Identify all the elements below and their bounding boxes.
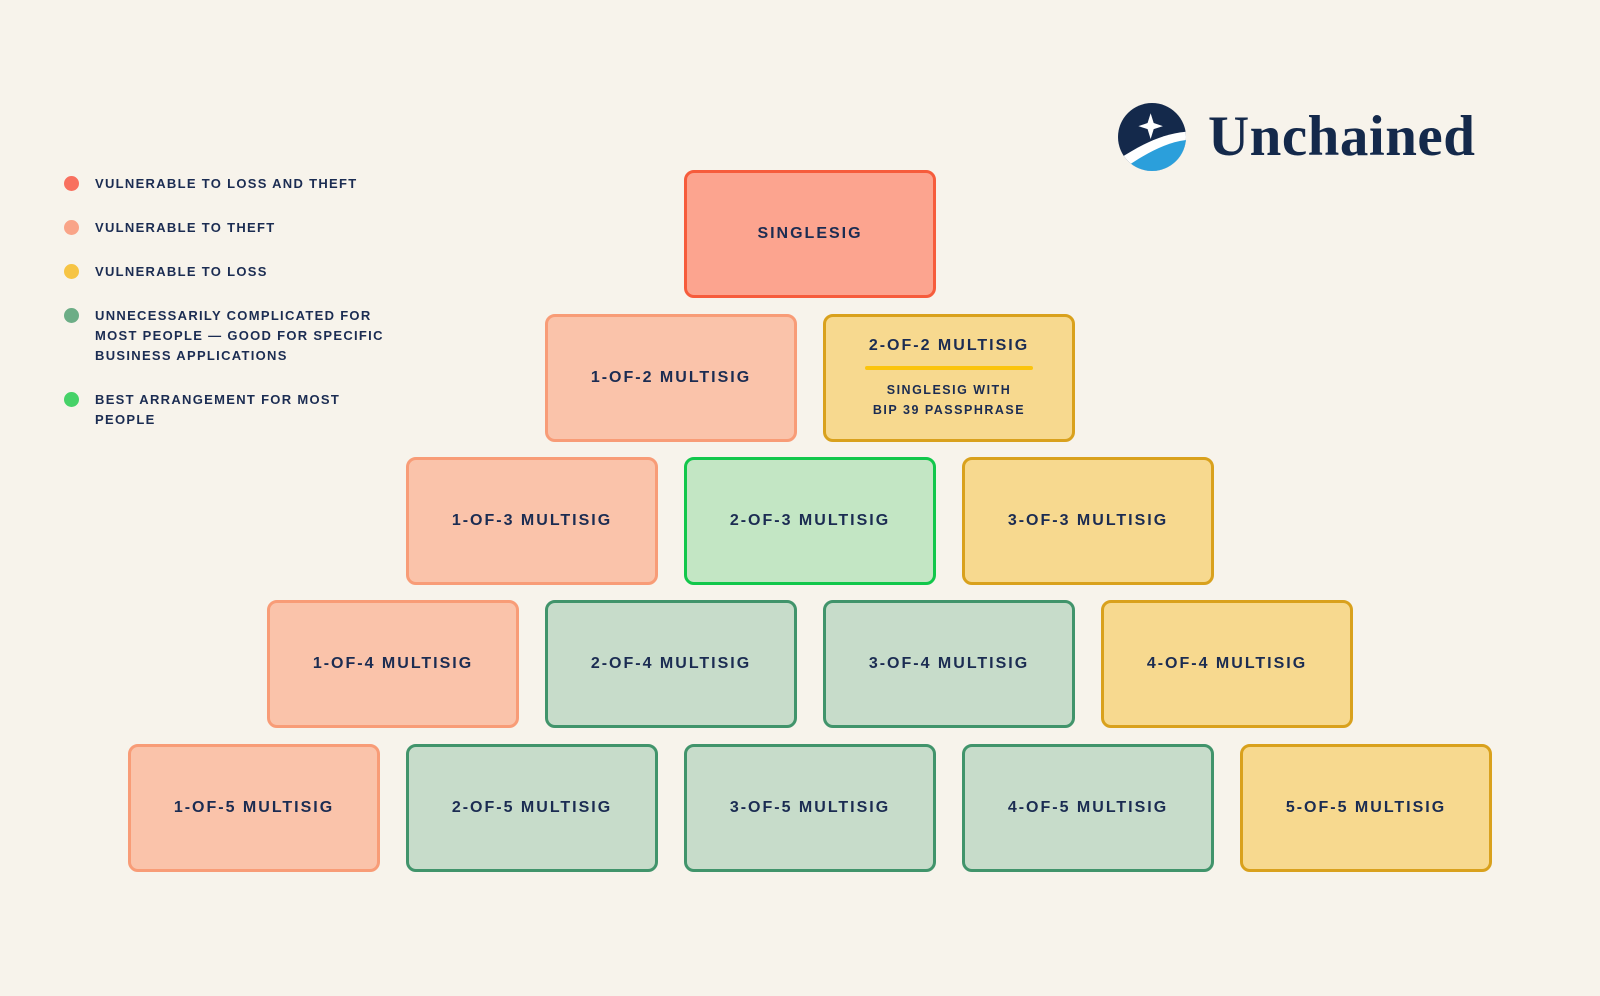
box-label: 4-OF-5 MULTISIG [1007, 799, 1169, 816]
box-label: 1-OF-3 MULTISIG [451, 512, 613, 529]
legend-dot-muted-green-icon [64, 308, 79, 323]
legend-label: VULNERABLE TO THEFT [95, 220, 276, 235]
box-label: 2-OF-4 MULTISIG [590, 655, 752, 672]
pyramid-box-1-of-3: 1-OF-3 MULTISIG [406, 457, 658, 585]
legend-item-loss-and-theft: VULNERABLE TO LOSS AND THEFT [64, 174, 393, 194]
legend-dot-bright-green-icon [64, 392, 79, 407]
legend-dot-yellow-icon [64, 264, 79, 279]
box-label: 4-OF-4 MULTISIG [1146, 655, 1308, 672]
pyramid-box-singlesig: SINGLESIG [684, 170, 936, 298]
legend-item-complicated: UNNECESSARILY COMPLICATED FOR MOST PEOPL… [64, 306, 393, 366]
unchained-wordmark: Unchained [1208, 105, 1476, 168]
legend-label: VULNERABLE TO LOSS AND THEFT [95, 176, 358, 191]
pyramid-row-5: 1-OF-5 MULTISIG 2-OF-5 MULTISIG 3-OF-5 M… [10, 744, 1600, 872]
pyramid-box-4-of-5: 4-OF-5 MULTISIG [962, 744, 1214, 872]
pyramid-row-2: 1-OF-2 MULTISIG 2-OF-2 MULTISIG SINGLESI… [10, 314, 1600, 442]
box-label: SINGLESIG [757, 225, 863, 242]
pyramid-box-2-of-5: 2-OF-5 MULTISIG [406, 744, 658, 872]
unchained-logo-icon [1118, 103, 1186, 171]
pyramid-box-2-of-2: 2-OF-2 MULTISIG SINGLESIG WITH BIP 39 PA… [823, 314, 1075, 442]
unchained-logo: Unchained [1118, 103, 1475, 171]
box-label: 3-OF-4 MULTISIG [868, 655, 1030, 672]
pyramid-box-4-of-4: 4-OF-4 MULTISIG [1101, 600, 1353, 728]
box-label: 1-OF-4 MULTISIG [312, 655, 474, 672]
box-label: 3-OF-5 MULTISIG [729, 799, 891, 816]
box-label: 3-OF-3 MULTISIG [1007, 512, 1169, 529]
box-label: 2-OF-3 MULTISIG [729, 512, 891, 529]
pyramid-box-2-of-3: 2-OF-3 MULTISIG [684, 457, 936, 585]
star-icon [1138, 113, 1163, 140]
pyramid-box-3-of-5: 3-OF-5 MULTISIG [684, 744, 936, 872]
box-subtitle-line: SINGLESIG WITH [886, 382, 1012, 397]
legend: VULNERABLE TO LOSS AND THEFT VULNERABLE … [64, 174, 393, 454]
pyramid-box-3-of-3: 3-OF-3 MULTISIG [962, 457, 1214, 585]
pyramid-box-1-of-5: 1-OF-5 MULTISIG [128, 744, 380, 872]
legend-dot-salmon-icon [64, 220, 79, 235]
box-label: 1-OF-2 MULTISIG [590, 369, 752, 386]
legend-dot-red-icon [64, 176, 79, 191]
legend-item-theft: VULNERABLE TO THEFT [64, 218, 393, 238]
pyramid-box-1-of-4: 1-OF-4 MULTISIG [267, 600, 519, 728]
box-subtitle-line: BIP 39 PASSPHRASE [872, 402, 1026, 417]
pyramid-row-3: 1-OF-3 MULTISIG 2-OF-3 MULTISIG 3-OF-3 M… [10, 457, 1600, 585]
legend-item-best: BEST ARRANGEMENT FOR MOST PEOPLE [64, 390, 393, 430]
pyramid-box-2-of-4: 2-OF-4 MULTISIG [545, 600, 797, 728]
pyramid-row-1: SINGLESIG [10, 170, 1600, 298]
pyramid-row-4: 1-OF-4 MULTISIG 2-OF-4 MULTISIG 3-OF-4 M… [10, 600, 1600, 728]
pyramid-box-5-of-5: 5-OF-5 MULTISIG [1240, 744, 1492, 872]
box-label: 5-OF-5 MULTISIG [1285, 799, 1447, 816]
box-label: 2-OF-5 MULTISIG [451, 799, 613, 816]
legend-label: UNNECESSARILY COMPLICATED FOR MOST PEOPL… [95, 308, 384, 363]
legend-label: BEST ARRANGEMENT FOR MOST PEOPLE [95, 392, 341, 427]
legend-item-loss: VULNERABLE TO LOSS [64, 262, 393, 282]
pyramid-box-3-of-4: 3-OF-4 MULTISIG [823, 600, 1075, 728]
pyramid-box-1-of-2: 1-OF-2 MULTISIG [545, 314, 797, 442]
legend-label: VULNERABLE TO LOSS [95, 264, 268, 279]
divider-line [865, 365, 1033, 370]
box-label: 2-OF-2 MULTISIG [868, 336, 1030, 354]
box-label: 1-OF-5 MULTISIG [173, 799, 335, 816]
